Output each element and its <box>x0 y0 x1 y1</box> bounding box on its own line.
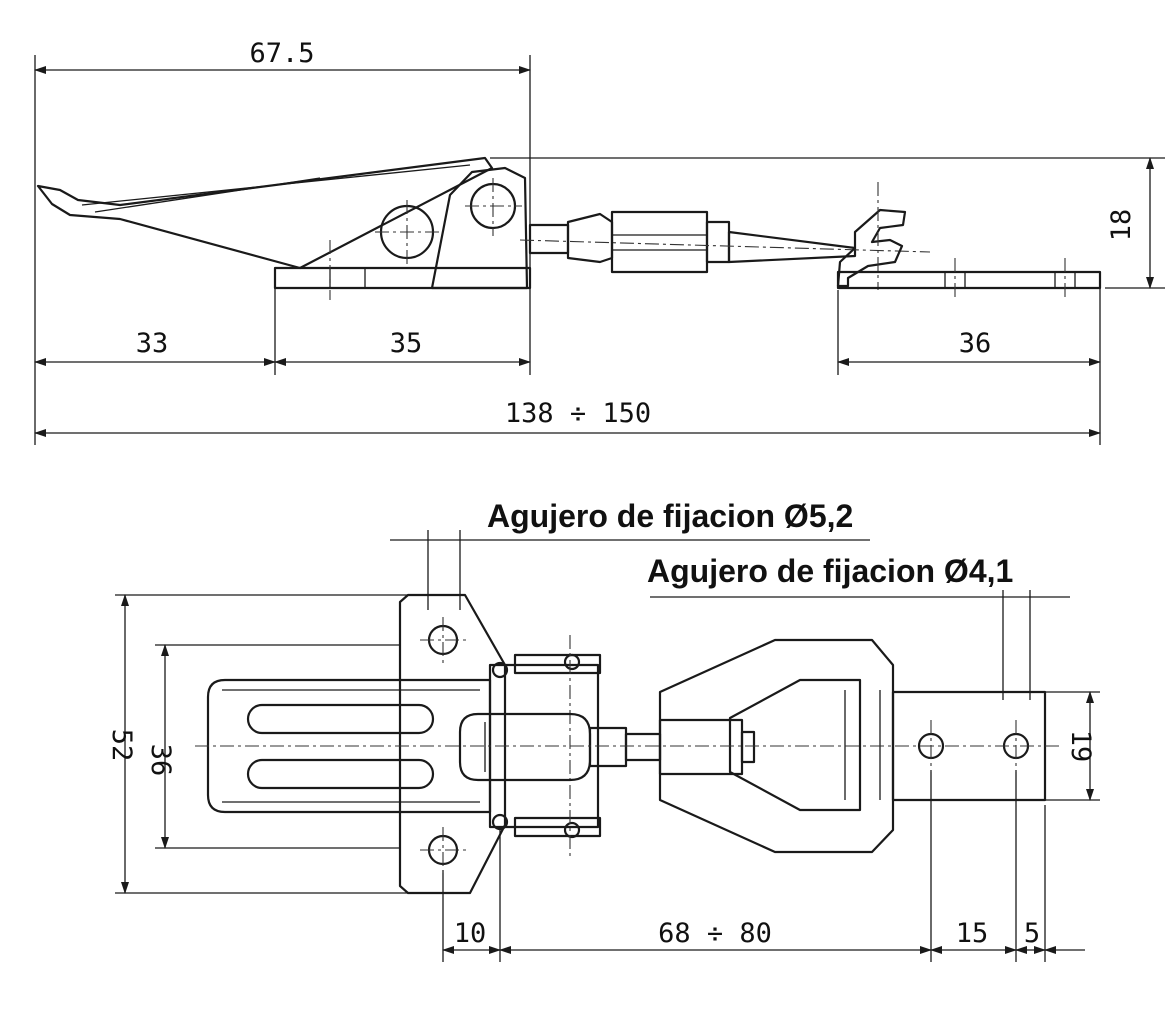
side-extension-lines <box>34 55 1165 445</box>
base-plate-side <box>273 240 532 300</box>
catch-hook <box>836 182 1102 300</box>
tension-rod-side <box>519 210 931 274</box>
hinge-top <box>458 635 662 860</box>
label-hole-5-2: Agujero de fijacion Ø5,2 <box>487 498 853 534</box>
hinge-block <box>375 166 529 290</box>
dim-18: 18 <box>1106 209 1137 242</box>
side-view: 67.5 33 35 36 138 ÷ 150 18 <box>34 38 1165 445</box>
dim-36-top: 36 <box>145 744 176 777</box>
base-plate-top <box>398 593 507 895</box>
lever-top <box>206 678 492 814</box>
dim-52: 52 <box>106 729 137 762</box>
dim-33: 33 <box>136 328 169 359</box>
top-extension-lines <box>115 594 1100 962</box>
dim-67-5: 67.5 <box>249 38 314 69</box>
label-leaders <box>390 530 1070 700</box>
top-dimension-lines <box>121 594 1094 954</box>
side-dimension-lines <box>34 66 1154 437</box>
tension-body-top <box>658 638 895 854</box>
dim-10: 10 <box>454 918 487 949</box>
dim-5: 5 <box>1024 918 1040 949</box>
dim-36-side: 36 <box>959 328 992 359</box>
dim-19: 19 <box>1065 730 1096 763</box>
top-view: Agujero de fijacion Ø5,2 Agujero de fija… <box>106 498 1100 962</box>
dim-35: 35 <box>390 328 423 359</box>
dim-15: 15 <box>956 918 989 949</box>
dim-total-length: 138 ÷ 150 <box>505 398 651 429</box>
label-hole-4-1: Agujero de fijacion Ø4,1 <box>647 553 1013 589</box>
lever-arm <box>36 156 494 270</box>
dim-68-80: 68 ÷ 80 <box>658 918 772 949</box>
